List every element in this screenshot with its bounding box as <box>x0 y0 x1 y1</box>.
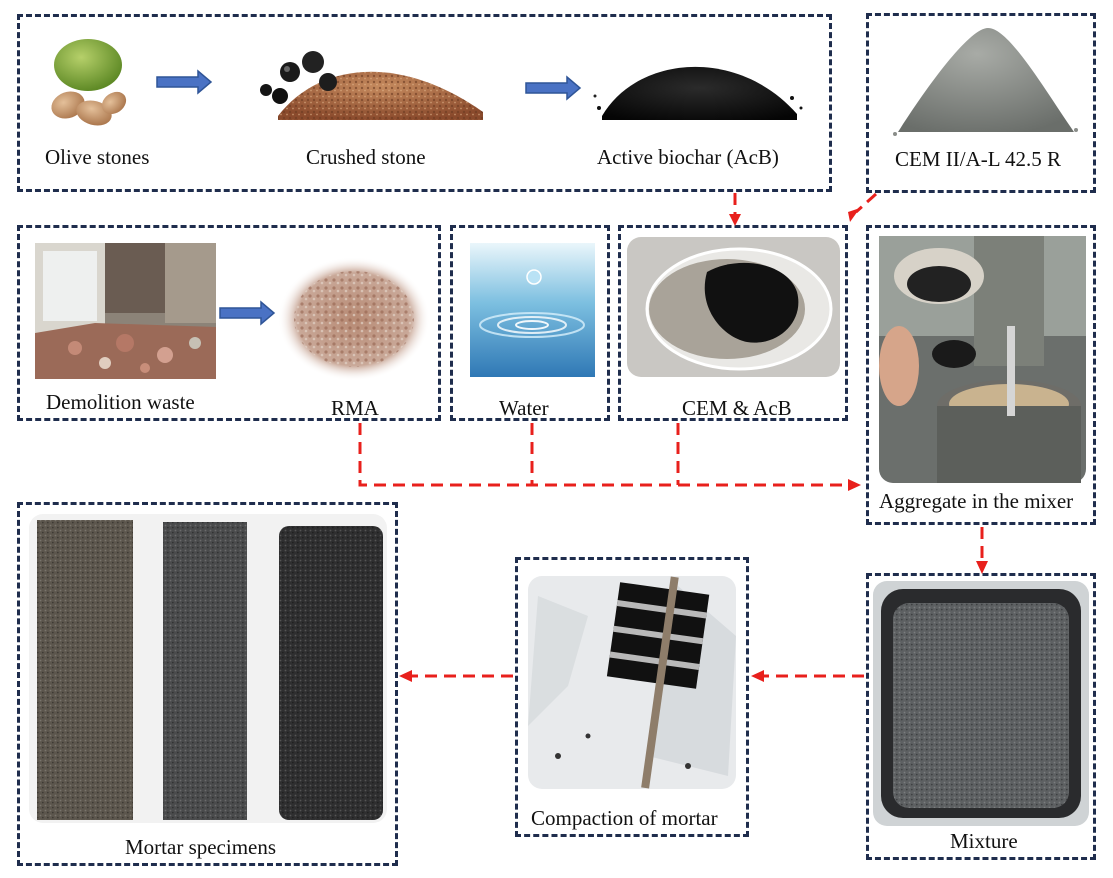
compaction-box <box>515 557 749 837</box>
arrow-olive-to-crushed <box>156 69 213 95</box>
mixture-photo <box>873 581 1089 826</box>
mortar-specimens-box <box>17 502 398 866</box>
demolition-waste-box <box>17 225 441 421</box>
olive-stones-image <box>51 39 127 126</box>
water-box <box>450 225 610 421</box>
arrow-demolition-to-rma <box>219 300 276 326</box>
label-water: Water <box>499 396 549 420</box>
label-demolition-waste: Demolition waste <box>46 390 195 414</box>
mixer-box <box>866 225 1096 525</box>
flow-inputs-to-mixer <box>358 423 850 487</box>
label-olive-stones: Olive stones <box>45 145 150 169</box>
demolition-waste-photo <box>35 243 216 379</box>
label-aggregate-mixer: Aggregate in the mixer <box>879 489 1074 513</box>
water-drop-image <box>470 243 595 377</box>
biochar-image <box>593 66 803 120</box>
label-rma: RMA <box>331 396 379 420</box>
label-mixture: Mixture <box>950 829 1018 853</box>
cement-powder-image <box>893 28 1078 136</box>
compaction-photo <box>528 576 736 789</box>
label-cement: CEM II/A-L 42.5 R <box>895 147 1062 171</box>
label-cem-acb: CEM & AcB <box>682 396 792 420</box>
arrow-crushed-to-biochar <box>525 75 582 101</box>
cem-acb-photo <box>627 237 840 377</box>
biochar-production-box <box>17 14 832 192</box>
crushed-stone-image <box>260 51 483 120</box>
cement-box <box>866 13 1096 193</box>
mixer-photo <box>879 236 1086 483</box>
label-compaction: Compaction of mortar <box>531 806 718 830</box>
rma-image <box>278 257 430 381</box>
label-mortar-specimens: Mortar specimens <box>125 835 277 859</box>
cem-acb-box <box>618 225 848 421</box>
mixture-box <box>866 573 1096 860</box>
label-active-biochar: Active biochar (AcB) <box>597 145 779 169</box>
label-crushed-stone: Crushed stone <box>306 145 426 169</box>
flow-cement-to-cemacb <box>854 192 878 214</box>
mortar-specimens-photo <box>29 514 387 823</box>
